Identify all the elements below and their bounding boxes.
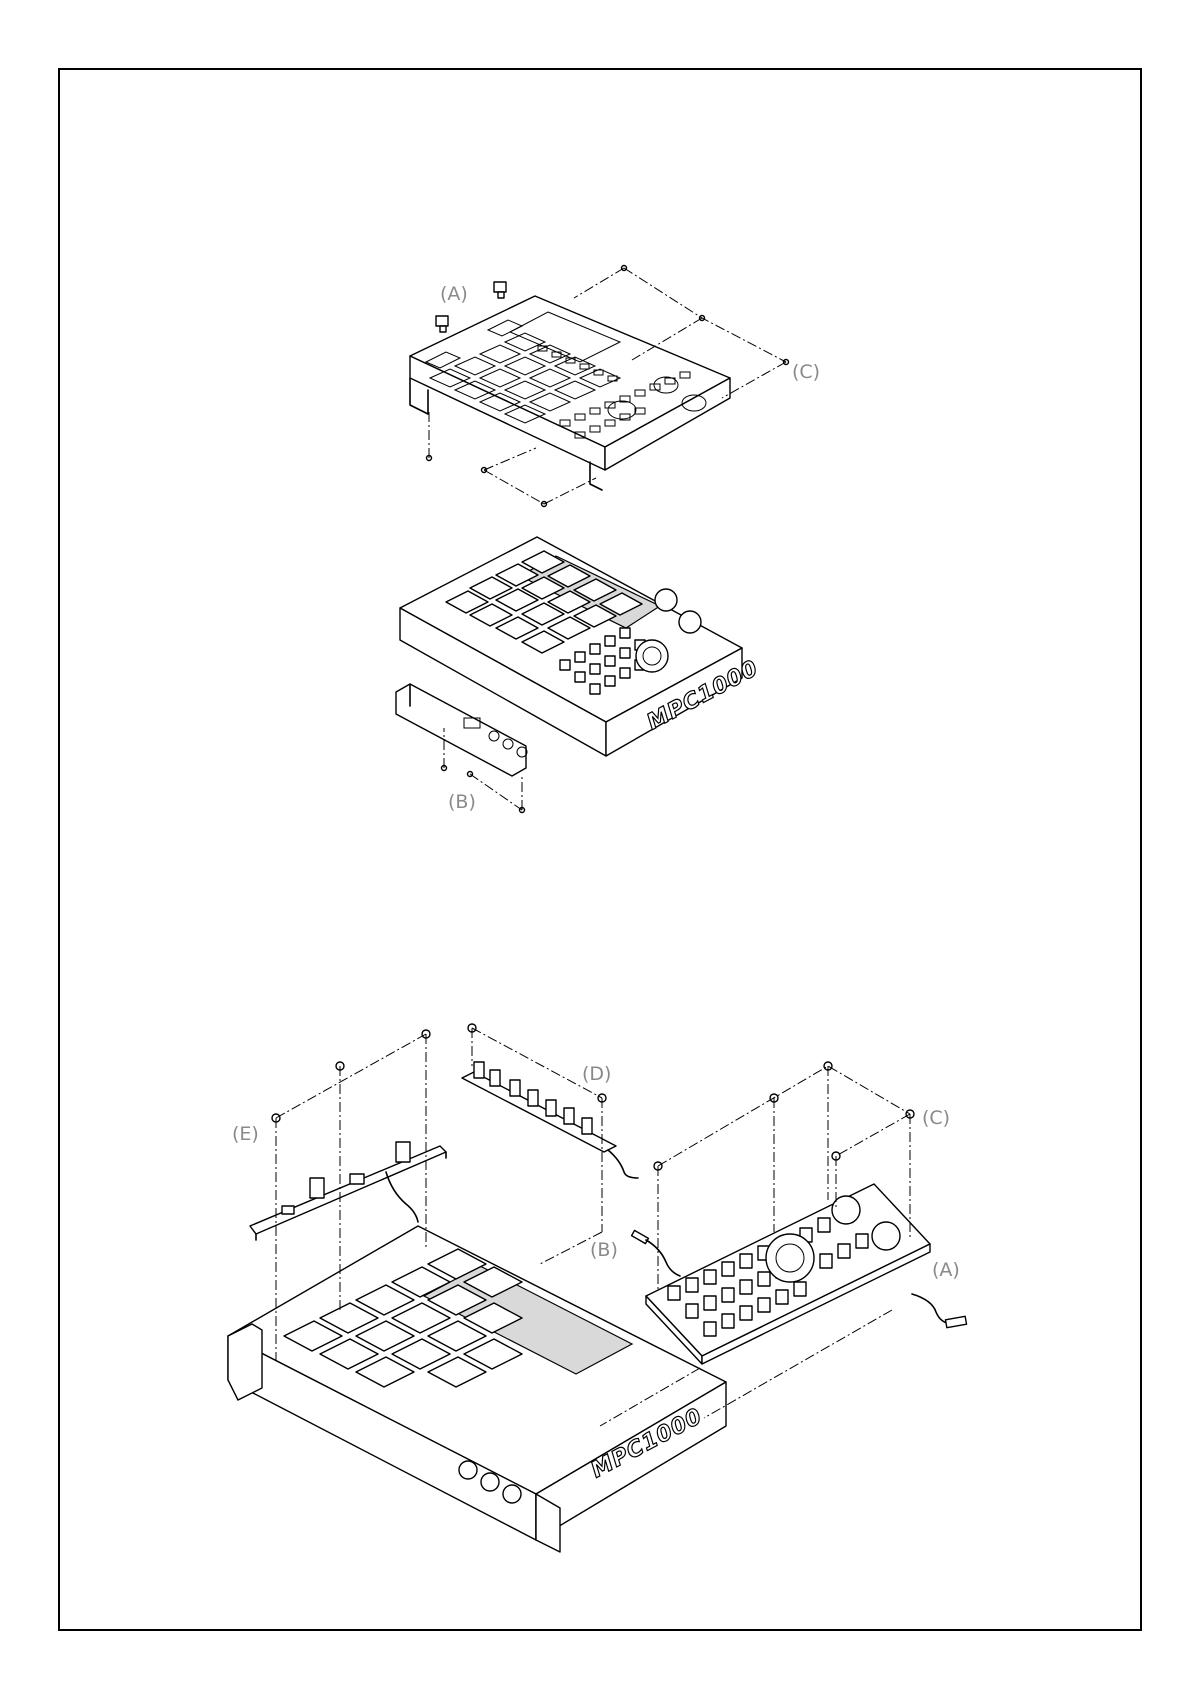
label-top-a: (A) (440, 283, 468, 305)
jack (503, 1485, 521, 1503)
label-mid-b: (B) (448, 791, 476, 813)
chassis-front-bracket-assembly: MPC1000 (B) (396, 537, 763, 813)
label-bot-d: (D) (582, 1063, 611, 1085)
knob (679, 611, 701, 633)
top-panel-assembly: (A) (C) (410, 266, 820, 507)
label-top-c: (C) (792, 361, 820, 383)
knob (655, 589, 677, 611)
label-bot-e: (E) (232, 1123, 259, 1145)
label-bot-b: (B) (590, 1239, 618, 1261)
jack (481, 1473, 499, 1491)
label-bot-c: (C) (922, 1107, 950, 1129)
jack (459, 1461, 477, 1479)
board-exploded-assembly: MPC1000 (E) (228, 1024, 967, 1552)
label-bot-a: (A) (932, 1259, 960, 1281)
jog-wheel (636, 640, 668, 672)
jog-wheel-bottom (766, 1234, 814, 1282)
board-d-switches (474, 1062, 592, 1134)
board-e (250, 1146, 446, 1234)
knob-bottom (872, 1222, 900, 1250)
